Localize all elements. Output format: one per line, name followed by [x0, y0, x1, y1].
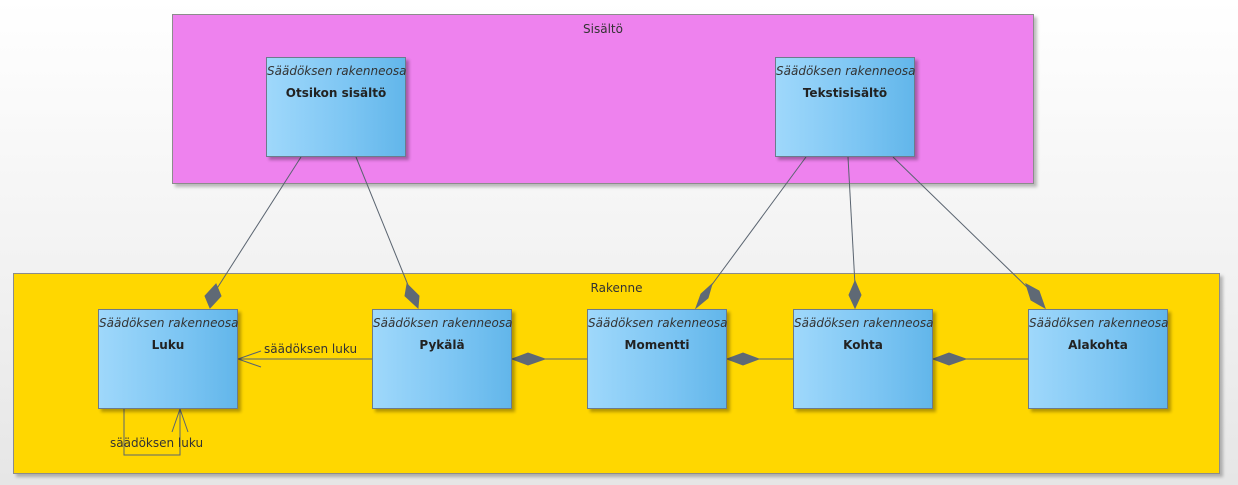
class-luku[interactable]: Säädöksen rakenneosa Luku — [98, 309, 238, 409]
package-title: Sisältö — [583, 22, 623, 36]
class-name: Momentti — [624, 338, 690, 352]
stereotype-label: Säädöksen rakenneosa — [99, 316, 239, 330]
stereotype-label: Säädöksen rakenneosa — [1029, 316, 1169, 330]
stereotype-label: Säädöksen rakenneosa — [588, 316, 728, 330]
stereotype-label: Säädöksen rakenneosa — [794, 316, 934, 330]
class-name: Kohta — [843, 338, 883, 352]
class-name: Otsikon sisältö — [285, 86, 387, 100]
class-pykala[interactable]: Säädöksen rakenneosa Pykälä — [372, 309, 512, 409]
stereotype-label: Säädöksen rakenneosa — [776, 64, 916, 78]
class-tekstisisalto[interactable]: Säädöksen rakenneosa Tekstisisältö — [775, 57, 915, 157]
stereotype-label: Säädöksen rakenneosa — [267, 64, 407, 78]
stereotype-label: Säädöksen rakenneosa — [373, 316, 513, 330]
class-kohta[interactable]: Säädöksen rakenneosa Kohta — [793, 309, 933, 409]
class-name: Alakohta — [1068, 338, 1128, 352]
class-momentti[interactable]: Säädöksen rakenneosa Momentti — [587, 309, 727, 409]
class-name: Pykälä — [419, 338, 465, 352]
class-otsikon-sisalto[interactable]: Säädöksen rakenneosa Otsikon sisältö — [266, 57, 406, 157]
package-title: Rakenne — [590, 281, 643, 295]
class-name: Luku — [151, 338, 185, 352]
class-name: Tekstisisältö — [802, 86, 888, 100]
association-label: säädöksen luku — [264, 342, 358, 356]
class-alakohta[interactable]: Säädöksen rakenneosa Alakohta — [1028, 309, 1168, 409]
association-label: säädöksen luku — [110, 436, 204, 450]
